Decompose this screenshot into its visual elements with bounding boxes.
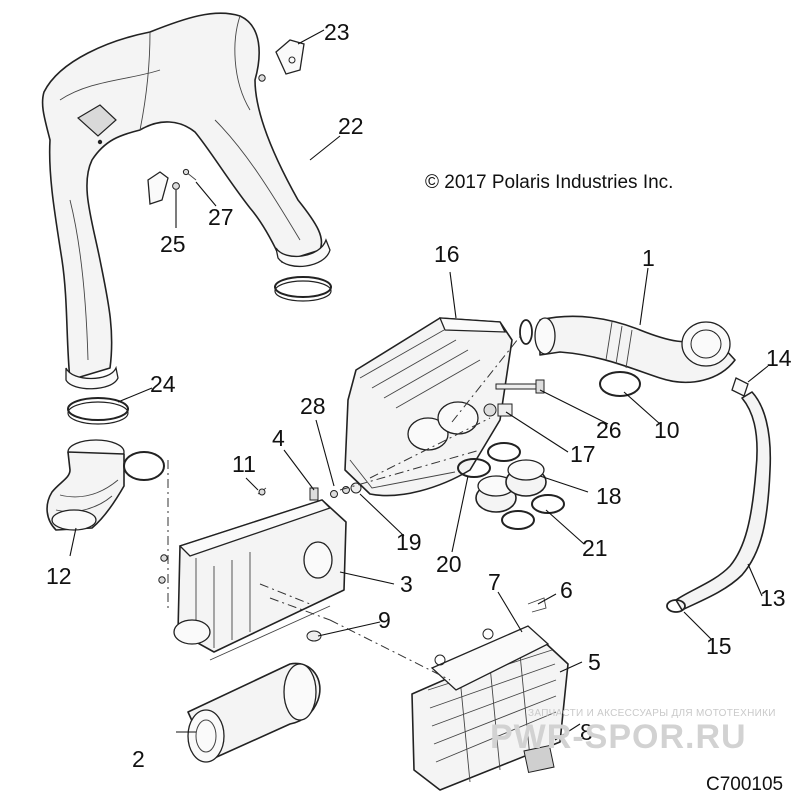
part-9-fastener [306, 630, 322, 642]
part-7-screen-frame [430, 625, 550, 691]
part-16-airbox-lid [344, 317, 513, 497]
part-25-27-bracket-fastener [147, 168, 197, 205]
callout-10: 10 [654, 417, 680, 443]
assembly-lines [167, 333, 523, 681]
part-10-clamp [599, 371, 641, 397]
callout-3: 3 [400, 571, 413, 597]
callout-28: 28 [300, 393, 326, 419]
part-18-couplers [475, 459, 547, 513]
callout-5: 5 [588, 649, 601, 675]
part-20-21-clamps [457, 442, 565, 530]
callout-13: 13 [760, 585, 786, 611]
callout-8: 8 [580, 719, 593, 745]
callout-4: 4 [272, 425, 285, 451]
leader-lines [69, 29, 769, 741]
part-17-grommet [483, 403, 513, 417]
callout-15: 15 [706, 633, 732, 659]
small-hardware [158, 482, 362, 584]
callout-9: 9 [378, 607, 391, 633]
callout-labels: 1 2 3 4 5 6 7 8 9 10 11 12 13 14 15 16 1… [46, 19, 792, 772]
part-3-airbox-base [173, 499, 347, 661]
callout-2: 2 [132, 746, 145, 772]
callout-14: 14 [766, 345, 792, 371]
part-12-elbow-boot [46, 439, 165, 531]
part-2-air-filter [187, 662, 321, 763]
callout-27: 27 [208, 204, 234, 230]
watermark-site: PWR-SPOR.RU [490, 718, 747, 756]
watermark-tagline: ЗАПЧАСТИ И АКСЕССУАРЫ ДЛЯ МОТОТЕХНИКИ [528, 708, 776, 719]
callout-16: 16 [434, 241, 460, 267]
part-8-label [523, 744, 555, 774]
callout-6: 6 [560, 577, 573, 603]
part-13-vent-hose [666, 377, 772, 613]
part-1-intake-tube [519, 315, 736, 384]
callout-26: 26 [596, 417, 622, 443]
clamp-upper-duct [274, 276, 332, 302]
callout-20: 20 [436, 551, 462, 577]
callout-23: 23 [324, 19, 350, 45]
callout-25: 25 [160, 231, 186, 257]
callout-7: 7 [488, 569, 501, 595]
part-22-intake-duct [41, 12, 331, 390]
part-6-clip [527, 597, 547, 613]
callout-21: 21 [582, 535, 608, 561]
callout-19: 19 [396, 529, 422, 555]
diagram-code: C700105 [706, 774, 783, 795]
part-23-bracket [258, 39, 305, 82]
callout-11: 11 [232, 451, 256, 477]
callout-22: 22 [338, 113, 364, 139]
part-26-bolt [495, 379, 545, 394]
callout-1: 1 [642, 245, 655, 271]
copyright-notice: © 2017 Polaris Industries Inc. [425, 172, 673, 193]
callout-17: 17 [570, 441, 596, 467]
callout-18: 18 [596, 483, 622, 509]
callout-24: 24 [150, 371, 176, 397]
callout-12: 12 [46, 563, 72, 589]
clamp-24 [67, 397, 129, 425]
